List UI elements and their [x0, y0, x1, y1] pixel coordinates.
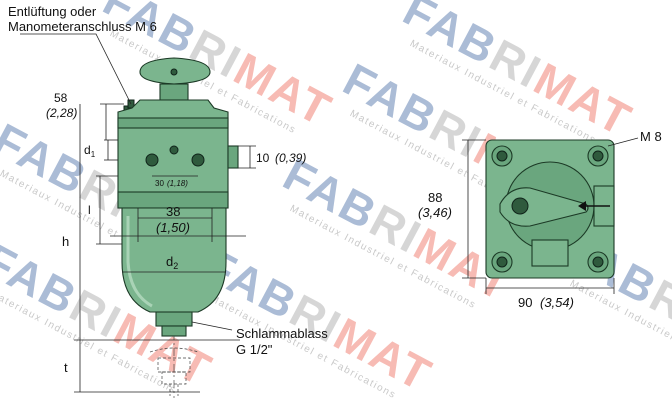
- side-view-labels: Entlüftung oder Manometeranschluss M 6 5…: [8, 4, 328, 375]
- vent-leader-line: [20, 33, 132, 105]
- side-view-filter: [117, 57, 239, 398]
- dim-h-label: h: [62, 234, 69, 249]
- dim-88-label: 88: [428, 190, 442, 205]
- dim-30-label: 30: [155, 179, 164, 188]
- dim-d2-letter: d: [166, 254, 173, 269]
- head-bolt-right: [191, 153, 205, 167]
- dim-58-label: 58: [54, 91, 68, 105]
- dim-88-inch-label: (3,46): [418, 205, 452, 220]
- corner-bolt-bl-center: [496, 256, 508, 268]
- m8-leader-line: [607, 137, 639, 147]
- drain-plug: [161, 325, 187, 337]
- top-view-labels: M 8 88 (3,46) 90 (3,54): [418, 129, 662, 310]
- vent-label-line2: Manometeranschluss M 6: [8, 19, 157, 34]
- dim-90-inch-label: (3,54): [540, 295, 574, 310]
- drain-leader-line: [191, 321, 233, 331]
- drain-nut: [155, 311, 193, 327]
- dim-38-inch-label: (1,50): [156, 220, 190, 235]
- corner-bolt-tl-center: [496, 150, 508, 162]
- drain-label-line1: Schlammablass: [236, 326, 328, 341]
- top-view-dimensions: [462, 137, 639, 294]
- dim-d2-subscript: 2: [173, 261, 178, 271]
- head-upper-band: [117, 117, 229, 129]
- top-view-handle-hub: [511, 197, 529, 215]
- flow-arrow-head: [578, 201, 586, 211]
- dim-58-inch-label: (2,28): [46, 106, 77, 120]
- dim-d2-label: d2: [166, 254, 178, 271]
- m8-label: M 8: [640, 129, 662, 144]
- dim-d1-letter: d: [84, 143, 91, 157]
- bowl-highlight: [126, 216, 153, 308]
- head-center-plug: [169, 145, 179, 155]
- filter-bowl: [121, 207, 227, 313]
- dim-90-label: 90: [518, 295, 532, 310]
- vent-label-line1: Entlüftung oder: [8, 4, 97, 19]
- top-view-corner-bolts: [491, 145, 609, 273]
- dim-38-label: 38: [166, 204, 180, 219]
- top-view-handle: [499, 187, 589, 227]
- top-view-port-bottom: [531, 239, 569, 267]
- dim-d1-subscript: 1: [91, 150, 96, 159]
- top-view-filter: [485, 139, 615, 279]
- drain-label-line2: G 1/2": [236, 342, 273, 357]
- corner-bolt-br-center: [592, 256, 604, 268]
- handle-stem: [159, 83, 189, 101]
- dim-d1-label: d1: [84, 143, 96, 159]
- handle-screw: [170, 68, 178, 76]
- dim-t-label: t: [64, 360, 68, 375]
- corner-bolt-tr-center: [592, 150, 604, 162]
- dim-l-label: l: [88, 203, 91, 217]
- drain-phantom: [149, 347, 199, 396]
- dim-10-inch-label: (0,39): [275, 151, 306, 165]
- dim-10-label: 10: [256, 151, 270, 165]
- side-port-flange: [227, 145, 239, 169]
- side-view-dimensions: [20, 33, 256, 393]
- head-bolt-left: [145, 153, 159, 167]
- dim-30-inch-label: (1,18): [167, 179, 188, 188]
